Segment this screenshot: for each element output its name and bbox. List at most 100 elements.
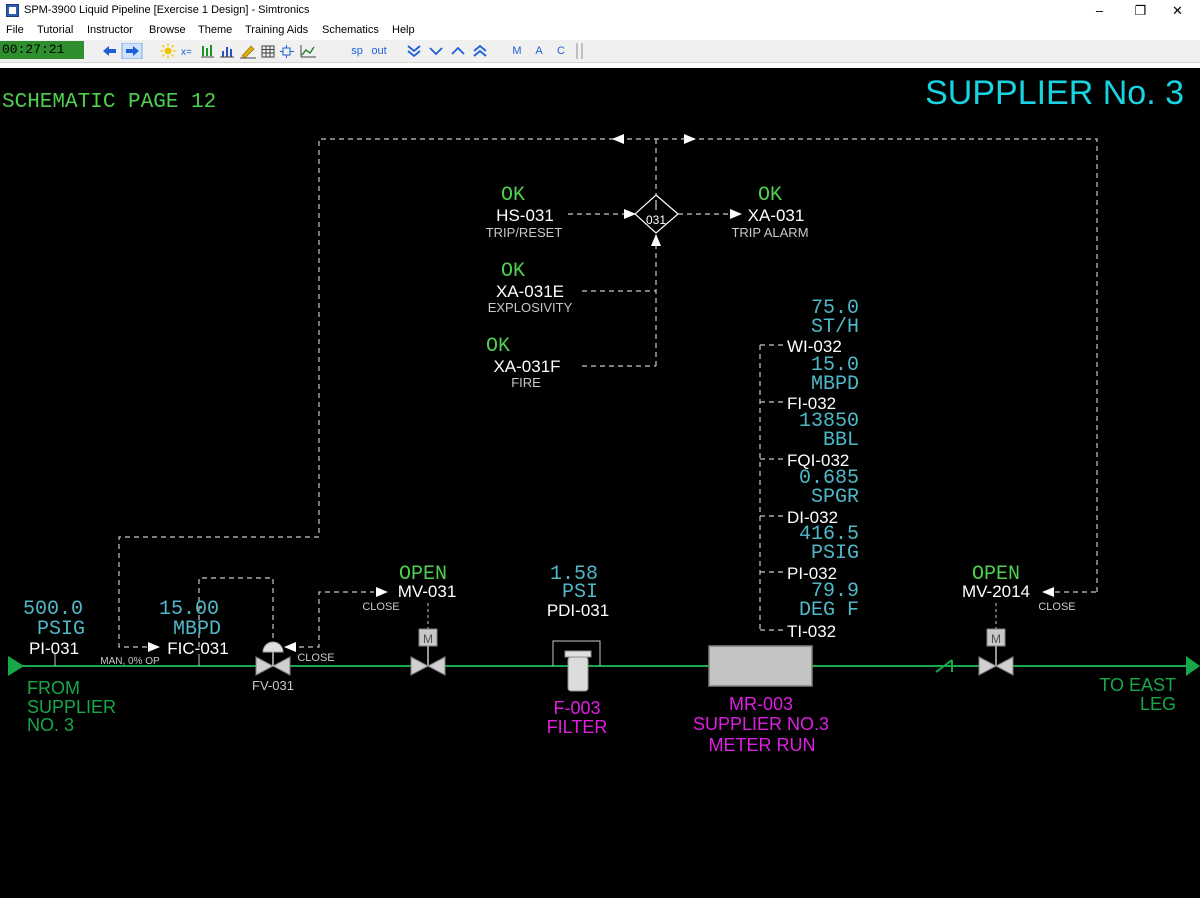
pdi031-value: 1.58 [550, 563, 598, 586]
mv031-motor-valve[interactable]: M [410, 628, 446, 676]
main-pipeline [8, 656, 1200, 676]
from-line1: FROM [27, 678, 80, 698]
xa031-state: OK [758, 184, 782, 207]
f003-filter[interactable] [564, 650, 592, 692]
meter-line2: SUPPLIER NO.3 [693, 714, 829, 734]
schematic-page-label: SCHEMATIC PAGE 12 [2, 91, 216, 114]
filter-icon [567, 656, 589, 692]
filter-line1: F-003 [553, 698, 600, 718]
left-arrow-icon [1042, 587, 1054, 597]
auto-mode-button[interactable]: A [535, 45, 543, 57]
ti032-value: 79.9 [811, 580, 859, 603]
meter-line1: MR-003 [729, 694, 793, 714]
output-button[interactable]: out [371, 45, 387, 57]
mv031-fail: CLOSE [362, 601, 399, 613]
mr003-meter-run[interactable] [708, 645, 813, 687]
pdi031-tag[interactable]: PDI-031 [547, 601, 609, 620]
menu-schematics[interactable]: Schematics [322, 24, 379, 36]
left-arrow-icon [612, 134, 624, 144]
restore-button[interactable]: ❐ [1134, 3, 1147, 18]
menu-browse[interactable]: Browse [149, 24, 186, 36]
mv2014-motor-valve[interactable]: M [978, 628, 1014, 676]
xa031e-state: OK [501, 260, 525, 283]
line-chart-icon[interactable] [300, 45, 316, 58]
pen-icon[interactable] [240, 45, 256, 59]
back-arrow-icon[interactable] [103, 46, 116, 56]
menu-tutorial[interactable]: Tutorial [37, 24, 74, 36]
right-arrow-icon [624, 209, 636, 219]
schematic-canvas: SCHEMATIC PAGE 12 SUPPLIER No. 3 [0, 68, 1200, 898]
fv031-control-valve[interactable] [255, 641, 291, 676]
mv031-tag[interactable]: MV-031 [398, 582, 457, 601]
interlock-diamond[interactable]: 031 [634, 194, 679, 234]
di032-tag[interactable]: DI-032 [787, 508, 838, 527]
bar-chart-icon[interactable] [220, 47, 234, 58]
right-arrow-icon [376, 587, 388, 597]
ti032-tag[interactable]: TI-032 [787, 622, 836, 641]
menu-theme[interactable]: Theme [198, 24, 233, 36]
sun-icon[interactable] [160, 43, 176, 59]
menu-file[interactable]: File [6, 24, 24, 36]
xa031e-desc: EXPLOSIVITY [488, 300, 573, 315]
xa031e-tag[interactable]: XA-031E [496, 282, 564, 301]
check-valve-icon [935, 659, 953, 673]
meter-instruments-values: 75.0 ST/H 15.0 MBPD 13850 BBL 0.685 SPGR… [799, 297, 859, 622]
pi031-unit: PSIG [37, 618, 85, 641]
fic031-value: 15.00 [159, 598, 219, 621]
fi032-tag[interactable]: FI-032 [787, 394, 836, 413]
variable-icon[interactable]: x= [181, 47, 192, 58]
tool-icons: x= [160, 43, 316, 59]
ti032-unit: DEG F [799, 599, 859, 622]
pi031-tag[interactable]: PI-031 [29, 639, 79, 658]
svg-text:x=: x= [181, 47, 192, 58]
xa031-tag[interactable]: XA-031 [748, 206, 805, 225]
di032-unit: SPGR [811, 486, 859, 509]
pdi031-unit: PSI [562, 581, 598, 604]
from-line3: NO. 3 [27, 715, 74, 735]
mv2014-tag[interactable]: MV-2014 [962, 582, 1030, 601]
actuator-icon [262, 641, 284, 653]
wi032-tag[interactable]: WI-032 [787, 337, 842, 356]
menu-help[interactable]: Help [392, 24, 415, 36]
signal-arrows [148, 134, 1054, 652]
fic031-tag[interactable]: FIC-031 [167, 639, 228, 658]
network-icon[interactable] [280, 45, 294, 58]
pipe-outlet-arrow-icon [1186, 656, 1200, 676]
wi032-unit: ST/H [811, 316, 859, 339]
menu-training-aids[interactable]: Training Aids [245, 24, 309, 36]
manual-mode-button[interactable]: M [512, 45, 522, 57]
wi032-value: 75.0 [811, 297, 859, 320]
minimize-button[interactable]: – [1095, 3, 1104, 18]
pi032-tag[interactable]: PI-032 [787, 564, 837, 583]
filter-line2: FILTER [547, 717, 608, 737]
signal-lines [118, 138, 1098, 648]
fqi032-tag[interactable]: FQI-032 [787, 451, 849, 470]
pi032-value: 416.5 [799, 523, 859, 546]
mv031-state: OPEN [399, 563, 447, 586]
mv2014-fail: CLOSE [1038, 601, 1075, 613]
grid-icon[interactable] [261, 45, 275, 58]
right-arrow-icon [684, 134, 696, 144]
down-icon[interactable] [429, 47, 443, 56]
app-icon [6, 4, 19, 17]
up-arrow-icon [651, 234, 661, 246]
forward-arrow-icon[interactable] [121, 43, 143, 59]
up-icon[interactable] [451, 46, 465, 55]
cascade-mode-button[interactable]: C [557, 45, 565, 57]
double-up-icon[interactable] [473, 44, 487, 57]
xa031f-tag[interactable]: XA-031F [493, 357, 560, 376]
menu-instructor[interactable]: Instructor [87, 24, 133, 36]
from-line2: SUPPLIER [27, 697, 116, 717]
close-button[interactable]: ✕ [1172, 3, 1183, 18]
setpoint-button[interactable]: sp [351, 45, 363, 57]
hs031-tag[interactable]: HS-031 [496, 206, 554, 225]
fv031-fail: CLOSE [297, 652, 334, 664]
pipe-inlet-arrow-icon [8, 656, 24, 676]
fv031-tag: FV-031 [252, 678, 294, 693]
xa031f-state: OK [486, 335, 510, 358]
double-down-icon[interactable] [407, 45, 421, 58]
nav-arrows [103, 43, 143, 59]
to-line1: TO EAST [1099, 675, 1176, 695]
trend-bars-icon[interactable] [201, 45, 214, 58]
pi031-value: 500.0 [23, 598, 83, 621]
